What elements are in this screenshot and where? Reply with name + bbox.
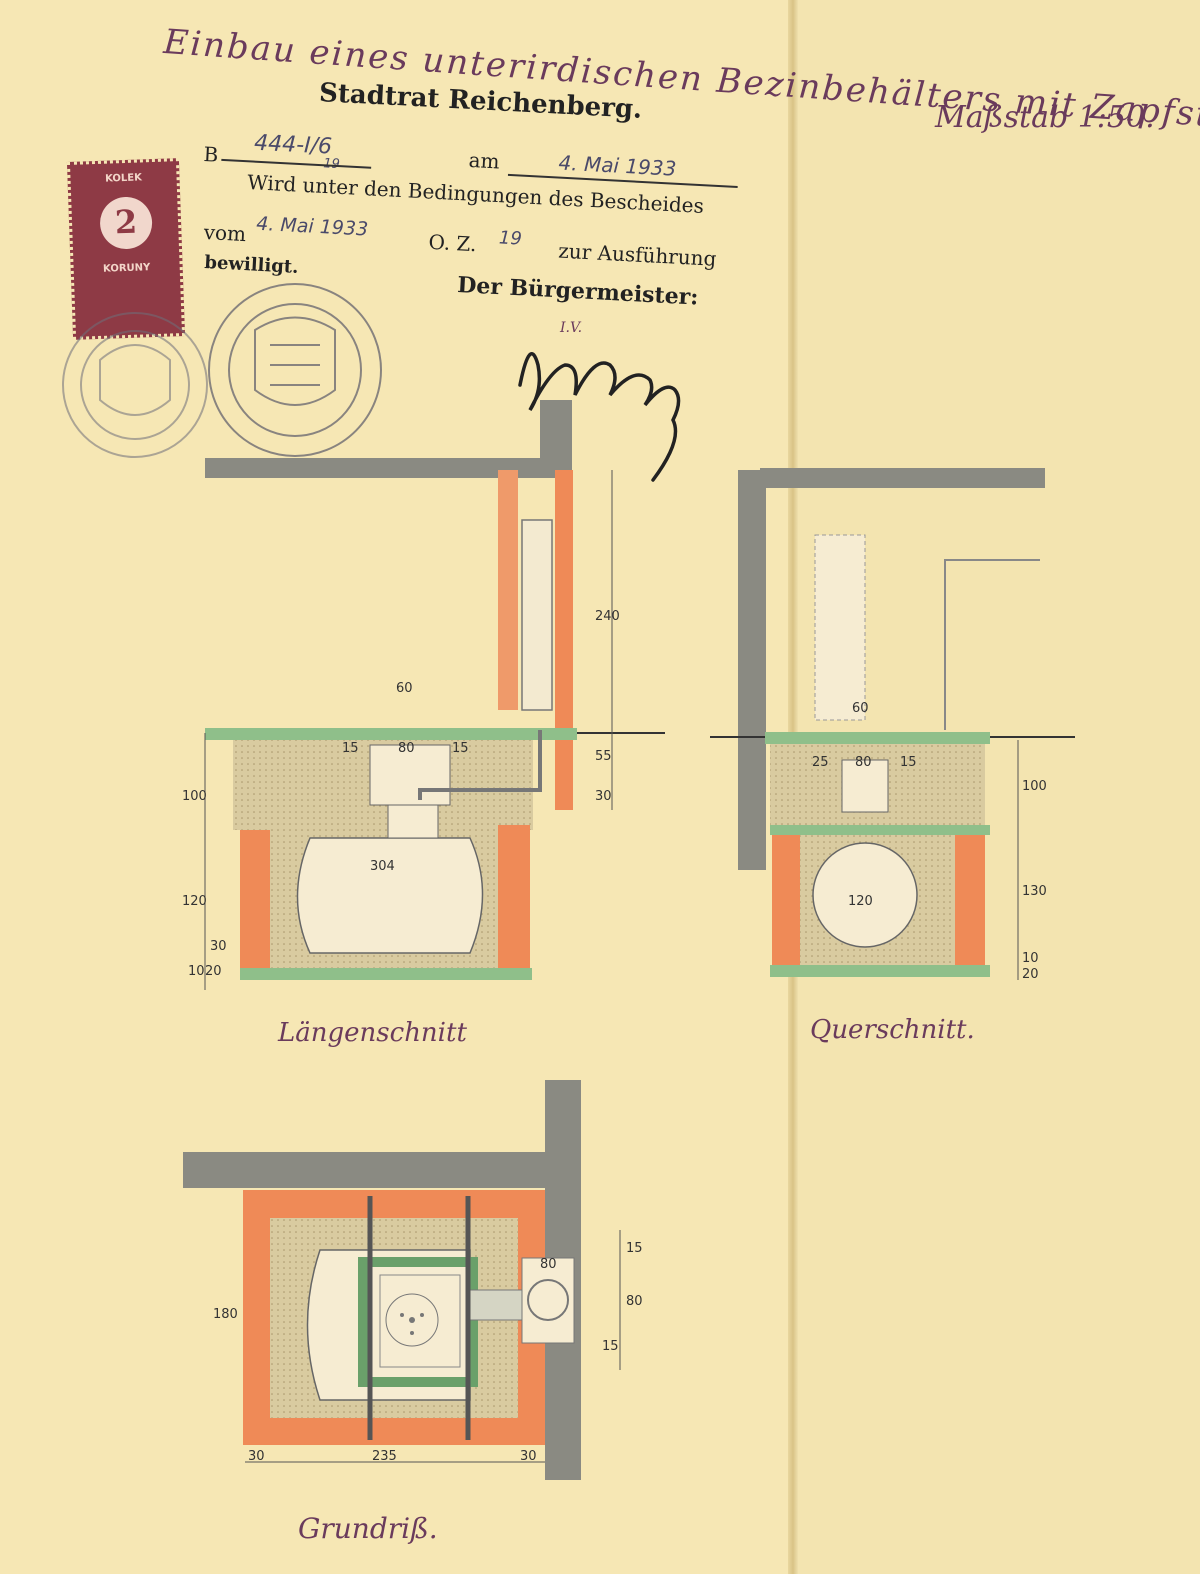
l-dim-120: 120 (182, 894, 207, 909)
g-dim-15a: 15 (626, 1241, 643, 1256)
q-dim-20: 20 (1022, 967, 1039, 982)
mayor-signature (518, 352, 681, 482)
l-dim-15a: 15 (342, 741, 359, 756)
q-dim-120: 120 (848, 894, 873, 909)
q-dim-60: 60 (852, 701, 869, 716)
g-dim-80b: 80 (540, 1257, 557, 1272)
g-dim-30b: 30 (520, 1449, 537, 1464)
q-dim-100: 100 (1022, 779, 1047, 794)
q-dim-25: 25 (812, 755, 829, 770)
l-dim-30b: 30 (595, 789, 612, 804)
iv-note: I.V. (560, 320, 583, 336)
l-dim-10: 10 (188, 964, 205, 979)
l-dim-55: 55 (595, 749, 612, 764)
floor-plan-dimensions: 180 30 235 30 15 80 15 80 (213, 1241, 643, 1464)
g-dim-30a: 30 (248, 1449, 265, 1464)
l-dim-30: 30 (210, 939, 227, 954)
drawing-scale: Maßstab 1:50. (935, 100, 1155, 135)
longitudinal-dimensions: 60 80 15 15 100 120 30 10 20 304 240 55 … (182, 609, 620, 979)
official-seal-right (208, 283, 382, 457)
l-dim-60: 60 (396, 681, 413, 696)
l-dim-80: 80 (398, 741, 415, 756)
cross-dimensions: 60 80 25 15 100 130 20 10 120 (812, 701, 1047, 982)
g-dim-80a: 80 (626, 1294, 643, 1309)
l-dim-20: 20 (205, 964, 222, 979)
l-dim-15b: 15 (452, 741, 469, 756)
floor-plan (183, 1080, 621, 1480)
floor-plan-label: Grundriß. (298, 1512, 438, 1545)
q-dim-15: 15 (900, 755, 917, 770)
g-dim-15b: 15 (602, 1339, 619, 1354)
l-dim-304: 304 (370, 859, 395, 874)
g-dim-235: 235 (372, 1449, 397, 1464)
official-seal-left (62, 312, 208, 458)
l-dim-240: 240 (595, 609, 620, 624)
q-dim-10: 10 (1022, 951, 1039, 966)
g-dim-180: 180 (213, 1307, 238, 1322)
longitudinal-section (204, 400, 665, 990)
q-dim-80: 80 (855, 755, 872, 770)
l-dim-100: 100 (182, 789, 207, 804)
cross-section (710, 468, 1075, 980)
longitudinal-section-label: Längenschnitt (278, 1018, 467, 1048)
q-dim-130: 130 (1022, 884, 1047, 899)
cross-section-label: Querschnitt. (810, 1015, 975, 1045)
